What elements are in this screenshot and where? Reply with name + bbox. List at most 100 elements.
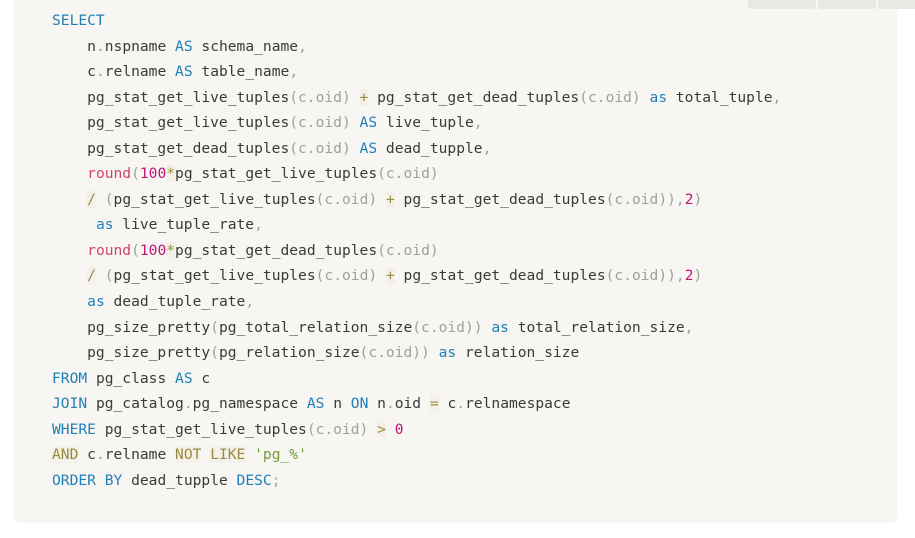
token-punc: , [289, 63, 299, 81]
code-line-1: SELECT [52, 8, 881, 34]
token-punc: (c.oid) [289, 139, 351, 157]
token-id [351, 89, 360, 106]
token-id [52, 216, 96, 233]
token-id: pg_total_relation_size [218, 318, 413, 336]
token-id [641, 89, 650, 106]
code-line-7: round(100*pg_stat_get_live_tuples(c.oid) [52, 161, 881, 187]
token-id [96, 191, 105, 208]
token-punc: (c.oid) [289, 114, 351, 132]
toolbar-chip-3[interactable] [878, 0, 915, 9]
code-line-15: FROM pg_class AS c [52, 366, 881, 392]
code-line-18: AND c.relname NOT LIKE 'pg_%' [52, 442, 881, 468]
token-kw: as [491, 318, 509, 336]
token-id: dead_tupple [122, 471, 237, 489]
token-num: 100 [139, 241, 167, 259]
token-id: pg_namespace [192, 395, 307, 413]
token-id: relnamespace [465, 395, 571, 413]
toolbar-chip-2[interactable] [818, 0, 876, 9]
token-id: pg_stat_get_live_tuples [52, 88, 290, 106]
token-punc: , [254, 216, 263, 234]
token-id [377, 191, 386, 208]
token-kw: ORDER [52, 471, 96, 489]
token-kw: AS [175, 63, 193, 81]
toolbar-chip-1[interactable] [748, 0, 816, 9]
token-id [96, 267, 105, 284]
token-id [52, 38, 87, 55]
code-line-4: pg_stat_get_live_tuples(c.oid) + pg_stat… [52, 85, 881, 111]
token-id: relation_size [456, 344, 580, 362]
token-id: c [87, 63, 96, 81]
code-toolbar[interactable] [748, 0, 915, 9]
token-punc: ; [271, 471, 281, 489]
token-punc: ( [104, 190, 114, 208]
token-fn: round [87, 241, 132, 259]
code-line-2: n.nspname AS schema_name, [52, 34, 881, 60]
token-id [377, 267, 386, 284]
token-punc: , [298, 37, 307, 55]
token-id: pg_stat_get_live_tuples [113, 267, 316, 285]
token-punc: . [95, 446, 105, 464]
token-punc: , [684, 318, 694, 336]
token-id: n [368, 395, 386, 413]
token-kw: as [438, 344, 457, 362]
token-fn: round [87, 165, 132, 183]
token-id [52, 267, 87, 284]
code-line-19: ORDER BY dead_tupple DESC; [52, 468, 881, 494]
token-punc: . [95, 63, 105, 81]
token-id: c [78, 446, 96, 464]
token-id [368, 421, 377, 438]
token-punc: , [772, 88, 782, 106]
token-op: + [359, 88, 369, 106]
code-line-11: / (pg_stat_get_live_tuples(c.oid) + pg_s… [52, 263, 881, 289]
token-op: > [377, 420, 386, 438]
token-id: pg_stat_get_dead_tuples [368, 88, 580, 106]
token-op: = [429, 395, 439, 413]
token-id: relname [104, 446, 176, 464]
token-id: pg_catalog [87, 395, 184, 413]
code-content[interactable]: SELECT n.nspname AS schema_name, c.relna… [14, 8, 897, 493]
token-kw: DESC [236, 471, 272, 489]
token-kw: AS [359, 139, 378, 157]
code-line-17: WHERE pg_stat_get_live_tuples(c.oid) > 0 [52, 417, 881, 443]
token-id: dead_tuple_rate [104, 293, 246, 311]
token-kw: as [649, 88, 668, 106]
token-id: pg_size_pretty [52, 344, 211, 362]
token-id: pg_stat_get_dead_tuples [394, 190, 606, 208]
token-num: 2 [684, 190, 694, 208]
token-id [52, 63, 87, 80]
token-kw: as [87, 293, 105, 311]
token-op: / [87, 190, 96, 208]
token-id: pg_relation_size [218, 344, 360, 362]
token-op: / [87, 267, 96, 285]
token-punc: (c.oid)) [605, 190, 676, 208]
token-id [351, 140, 360, 157]
token-id: relname [104, 63, 176, 81]
token-kw: AS [306, 395, 325, 413]
token-id: pg_stat_get_dead_tuples [394, 267, 606, 285]
token-op: + [385, 190, 395, 208]
token-id [245, 446, 254, 463]
token-kw: ON [350, 395, 369, 413]
token-punc: , [482, 139, 492, 157]
token-id: pg_stat_get_live_tuples [52, 114, 290, 132]
token-op: * [166, 165, 176, 183]
code-line-10: round(100*pg_stat_get_dead_tuples(c.oid) [52, 238, 881, 264]
code-line-12: as dead_tuple_rate, [52, 289, 881, 315]
token-id: pg_class [87, 369, 176, 387]
code-line-14: pg_size_pretty(pg_relation_size(c.oid)) … [52, 340, 881, 366]
token-num: 2 [684, 267, 694, 285]
code-line-8: / (pg_stat_get_live_tuples(c.oid) + pg_s… [52, 187, 881, 213]
token-punc: (c.oid)) [605, 267, 676, 285]
token-kw: AS [175, 369, 193, 387]
code-line-16: JOIN pg_catalog.pg_namespace AS n ON n.o… [52, 391, 881, 417]
token-str: 'pg_%' [254, 446, 307, 464]
token-id [201, 446, 210, 463]
token-punc: (c.oid)) [412, 318, 483, 336]
token-punc: (c.oid) [289, 88, 351, 106]
token-id: pg_stat_get_live_tuples [95, 420, 307, 438]
token-punc: ( [104, 267, 114, 285]
token-op: * [166, 241, 176, 259]
sql-code-block[interactable]: SELECT n.nspname AS schema_name, c.relna… [14, 0, 897, 523]
token-punc: (c.oid) [306, 420, 369, 438]
